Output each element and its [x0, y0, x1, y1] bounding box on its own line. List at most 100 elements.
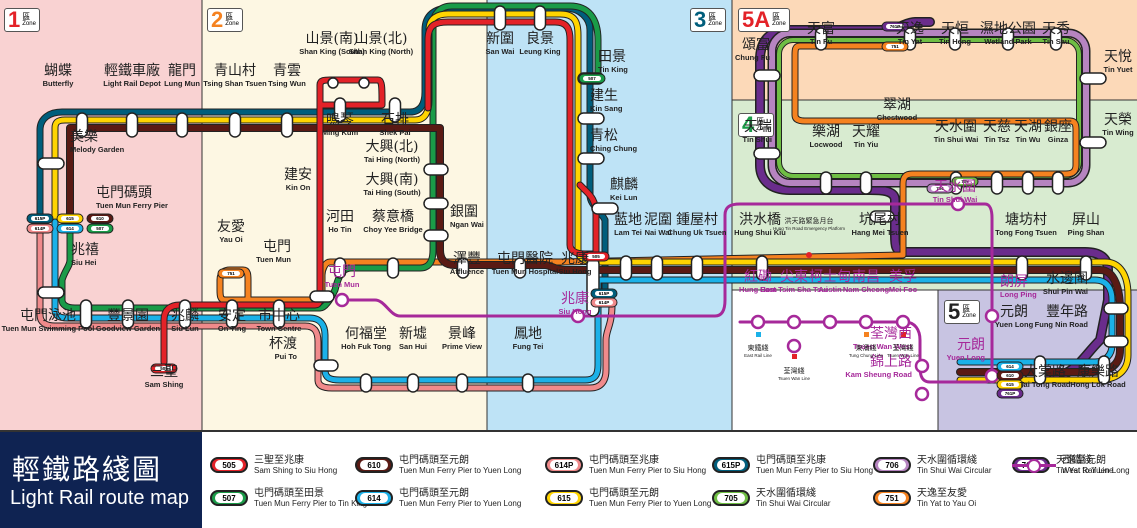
station-stop[interactable] — [1015, 255, 1029, 281]
station-stop[interactable] — [37, 286, 65, 299]
station-stop[interactable] — [175, 112, 189, 138]
station-stop[interactable] — [1079, 255, 1093, 281]
wr-station-siu-hong[interactable] — [570, 308, 586, 324]
station-stop[interactable] — [755, 255, 769, 281]
wr-station-hung-hom[interactable] — [750, 314, 766, 330]
station-stop[interactable] — [521, 373, 535, 393]
station-stop[interactable] — [948, 27, 962, 51]
station-stop[interactable] — [455, 373, 469, 393]
station-stop[interactable] — [228, 112, 242, 138]
station-stop[interactable] — [79, 299, 93, 329]
station-stop[interactable] — [456, 257, 470, 279]
station-stop[interactable] — [513, 257, 527, 279]
station-stop[interactable] — [753, 147, 781, 160]
station-stop[interactable] — [125, 112, 139, 138]
wr-station-nam-cheong[interactable] — [858, 314, 874, 330]
wr-station-tin-shui-wai[interactable] — [950, 196, 966, 212]
station-stop[interactable] — [423, 229, 449, 242]
wr-station-long-ping[interactable] — [984, 308, 1000, 324]
station-stop[interactable] — [1021, 171, 1035, 195]
wr-station-kam-sheung-road[interactable] — [914, 386, 930, 402]
station-stop[interactable] — [309, 290, 335, 303]
station-stop[interactable] — [327, 77, 339, 89]
station-stop[interactable] — [1079, 136, 1107, 149]
station-stop[interactable] — [272, 299, 286, 329]
wr-station-tuen-mun[interactable] — [334, 292, 350, 308]
station-stop[interactable] — [619, 255, 633, 281]
station-stop[interactable] — [313, 359, 339, 372]
station-stop[interactable] — [333, 257, 347, 279]
station-stop[interactable] — [859, 171, 873, 195]
station-stop[interactable] — [819, 171, 833, 195]
wr-station-austin[interactable] — [822, 314, 838, 330]
station-stop[interactable] — [423, 163, 449, 176]
wr-station-tsuen-wan-west[interactable] — [914, 358, 930, 374]
station-stop[interactable] — [753, 69, 781, 82]
station-stop[interactable] — [386, 257, 400, 279]
station-stop[interactable] — [37, 157, 65, 170]
station-stop[interactable] — [406, 373, 420, 393]
wr-station-mei-foo[interactable] — [895, 314, 911, 330]
station-stop[interactable] — [75, 112, 89, 138]
station-stop[interactable] — [577, 152, 605, 165]
station-stop[interactable] — [388, 97, 402, 123]
wr-station-yuen-long[interactable] — [984, 368, 1000, 384]
station-stop[interactable] — [591, 202, 619, 215]
station-stop[interactable] — [1049, 27, 1063, 51]
station-stop[interactable] — [650, 255, 664, 281]
station-stop[interactable] — [121, 299, 135, 329]
station-stop[interactable] — [869, 210, 895, 223]
station-stop[interactable] — [533, 5, 547, 31]
